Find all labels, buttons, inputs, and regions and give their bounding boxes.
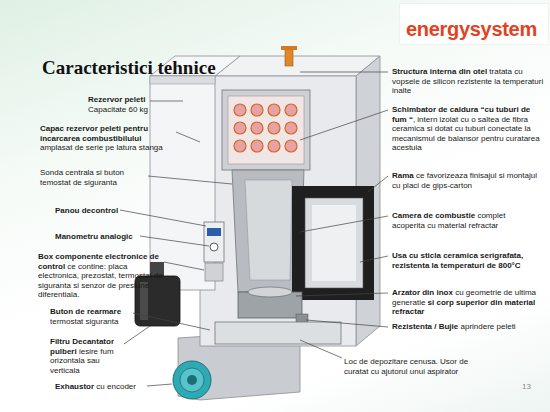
title: Caracteristici tehnice	[42, 57, 216, 79]
part-name: Buton de rearmare	[50, 307, 135, 317]
part-description: termostat siguranta	[50, 317, 135, 327]
logo-stripes	[400, 4, 548, 44]
logo-text: energysystem	[406, 18, 537, 41]
page-number: 13	[522, 382, 531, 391]
part-name: Camera de combustie	[392, 211, 475, 220]
callout-text: Filtru Decantator pulberiiesire fum oriz…	[50, 337, 124, 375]
callout-text: Capac rezervor peleti pentru incarcarea …	[40, 124, 176, 153]
logo: energysystem	[400, 4, 548, 44]
part-name: Manometru analogic	[55, 232, 133, 241]
callout-text: Rezervor peletiCapacitate 60 kg	[88, 95, 150, 114]
callout-text: Schimbator de caldura “cu tuburi de fum …	[392, 105, 544, 153]
callout-text: Arzator din inoxcu geometrie de ultima g…	[392, 288, 544, 317]
part-name: Rezistenta / Bujie	[392, 322, 458, 331]
part-description: Loc de depozitare cenusa. Usor de curata…	[344, 357, 468, 376]
part-description: Sonda centrala si buton temostat de sigu…	[40, 168, 124, 187]
callout-text: Box componente electronice de controlce …	[38, 252, 164, 300]
part-name: Rama	[392, 171, 414, 180]
callout-text: Exhaustorcu encoder	[55, 382, 150, 392]
part-name: Arzator din inox	[392, 288, 453, 297]
part-name: Structura interna din otel	[392, 67, 487, 76]
callout-text: Manometru analogic	[55, 232, 155, 242]
leader-lines	[120, 72, 388, 386]
callout-text: Sonda centrala si buton temostat de sigu…	[40, 168, 148, 187]
callout-text: Usa cu sticla ceramica serigrafata, rezi…	[392, 251, 540, 270]
callout-text: Camera de combustiecomplet acoperita cu …	[392, 211, 540, 230]
part-description: aprindere peleti	[460, 322, 515, 331]
callout-text: Rezistenta / Bujieaprindere peleti	[392, 322, 544, 332]
part-name: Panou decontrol	[55, 206, 118, 215]
smoke-tubes	[234, 104, 297, 152]
part-description: , intern izolat cu o saltea de fibra cer…	[392, 115, 540, 153]
callout-text: Loc de depozitare cenusa. Usor de curata…	[344, 357, 484, 376]
part-name: Usa cu sticla ceramica serigrafata, rezi…	[392, 251, 523, 270]
part-description: cu encoder	[96, 382, 136, 391]
callout-text: Structura interna din oteltratata cu vop…	[392, 67, 544, 96]
callout-text: Buton de rearmaretermostat siguranta	[50, 307, 135, 326]
part-name: Capac rezervor peleti pentru incarcarea …	[40, 124, 148, 143]
part-name: Exhaustor	[55, 382, 94, 391]
callout-text: Panou decontrol	[55, 206, 145, 216]
part-description: amplasat de serie pe latura stanga	[40, 143, 176, 153]
callout-text: Ramace favorizeaza finisajul si montajul…	[392, 171, 542, 190]
part-name: Rezervor peleti	[88, 95, 150, 105]
part-description: Capacitate 60 kg	[88, 105, 150, 115]
